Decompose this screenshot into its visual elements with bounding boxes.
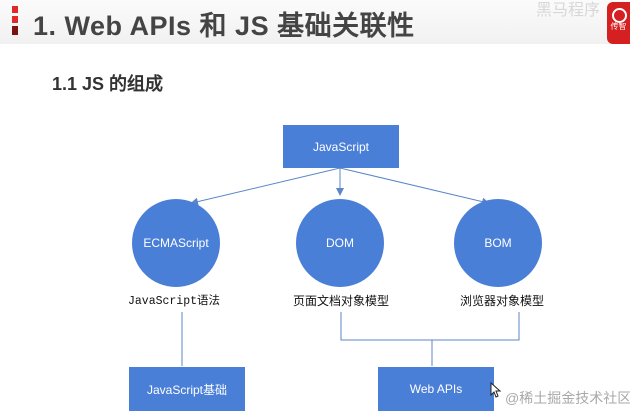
section-subtitle: 1.1 JS 的组成 xyxy=(52,74,164,94)
javascript-basics-node: JavaScript基础 xyxy=(129,367,245,411)
dom-label: DOM xyxy=(326,236,354,250)
javascript-basics-label: JavaScript基础 xyxy=(146,382,228,397)
javascript-root-label: JavaScript xyxy=(312,139,370,154)
brand-logo: 传智 xyxy=(607,2,630,44)
footer-watermark: @稀土掘金技术社区 xyxy=(505,390,630,406)
javascript-root-node: JavaScript xyxy=(283,125,399,168)
logo-ring-icon xyxy=(612,8,627,23)
ecmascript-node: ECMAScript xyxy=(132,199,220,287)
web-apis-label: Web APIs xyxy=(409,382,463,396)
web-apis-node: Web APIs xyxy=(378,367,494,411)
arrow-to-bom xyxy=(339,167,490,206)
slide-title: 1. Web APIs 和 JS 基础关联性 xyxy=(33,11,415,41)
bom-caption: 浏览器对象模型 xyxy=(460,294,545,308)
bom-node: BOM xyxy=(454,199,542,287)
arrow-to-ecmascript xyxy=(190,167,341,206)
dom-caption: 页面文档对象模型 xyxy=(293,294,390,308)
logo-text: 传智 xyxy=(610,22,627,31)
dom-node: DOM xyxy=(296,199,384,287)
slide-header: 1. Web APIs 和 JS 基础关联性 黑马程序 传智 xyxy=(0,0,630,44)
ecmascript-caption: JavaScript语法 xyxy=(128,295,221,308)
title-bullet-icon xyxy=(9,6,21,36)
header-watermark: 黑马程序 xyxy=(535,2,600,19)
bracket-dom-bom xyxy=(340,312,520,341)
mouse-cursor-icon xyxy=(490,382,502,398)
ecmascript-label: ECMAScript xyxy=(143,236,209,250)
bom-label: BOM xyxy=(484,236,512,250)
